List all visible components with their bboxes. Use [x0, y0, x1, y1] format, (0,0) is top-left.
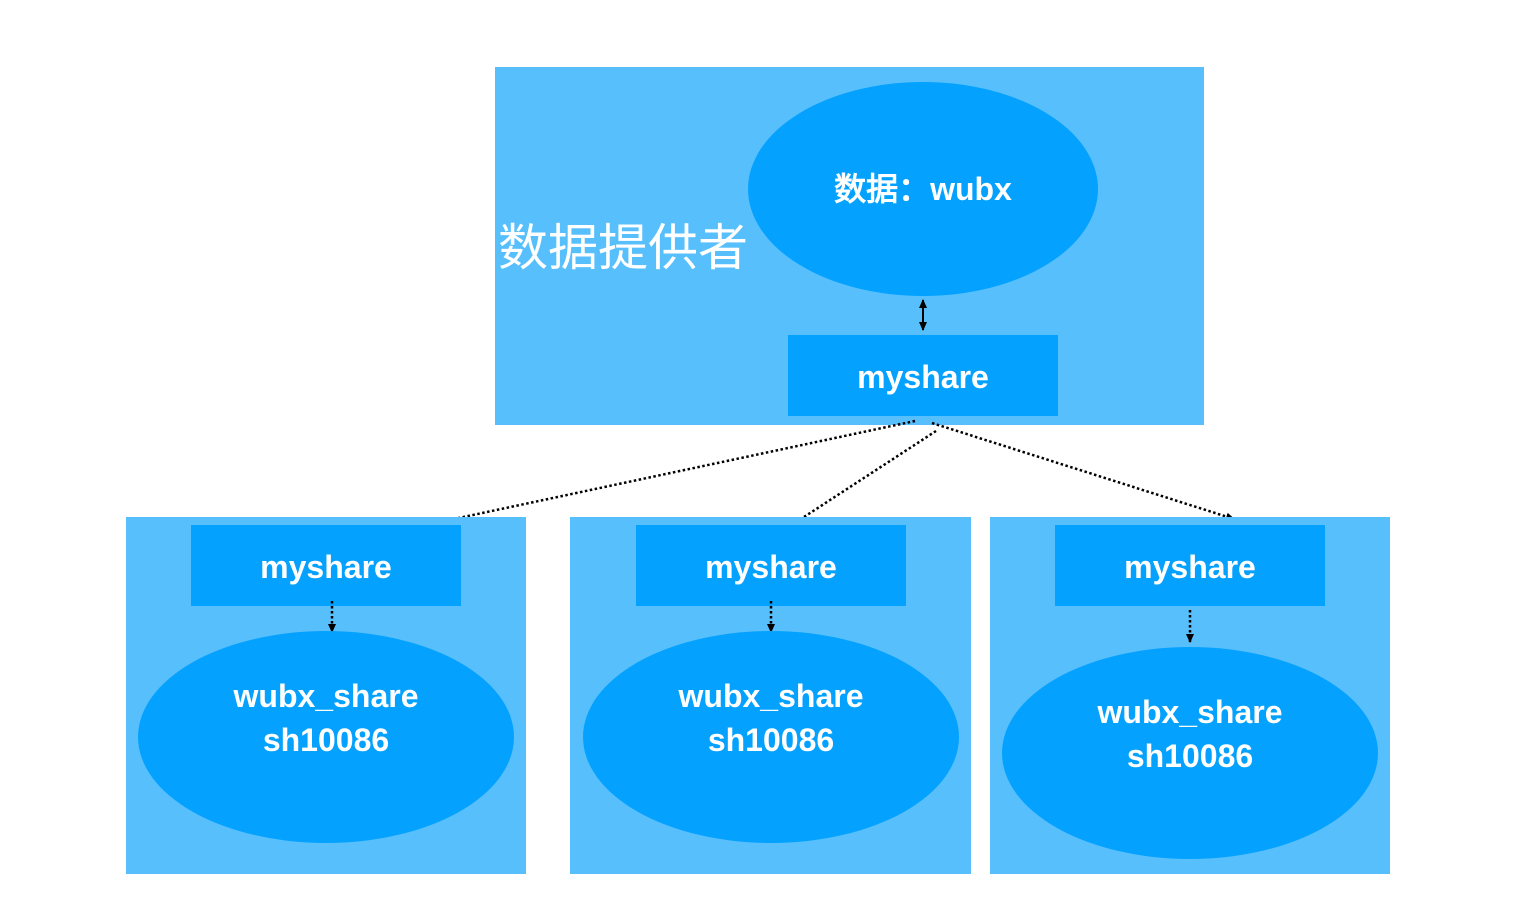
consumer-share-label: myshare: [705, 549, 837, 585]
consumer-share-node[interactable]: myshare: [636, 525, 906, 606]
provider-data-ellipse: [748, 82, 1098, 296]
provider-data-label: 数据：wubx: [834, 171, 1012, 207]
share-edge-consumer-2: [783, 429, 937, 532]
provider-share-label: myshare: [857, 359, 989, 395]
consumer-db-name: wubx_share: [233, 678, 419, 714]
consumer-db-ellipse: [1002, 647, 1378, 859]
consumer-db-node[interactable]: wubx_share sh10086: [138, 631, 514, 843]
provider-title: 数据提供者: [498, 219, 748, 277]
consumer-db-node[interactable]: wubx_share sh10086: [583, 631, 959, 843]
consumer-db-name: wubx_share: [1097, 694, 1283, 730]
provider-data-node[interactable]: 数据：wubx: [748, 82, 1098, 296]
provider-panel: 数据提供者 数据：wubx myshare: [495, 67, 1204, 425]
consumer-share-rect: [191, 525, 461, 606]
consumer-db-id: sh10086: [1127, 738, 1253, 774]
consumer-share-node[interactable]: myshare: [1055, 525, 1325, 606]
consumer-db-node[interactable]: wubx_share sh10086: [1002, 647, 1378, 859]
consumer-db-id: sh10086: [708, 722, 834, 758]
consumer-share-node[interactable]: myshare: [191, 525, 461, 606]
consumer-share-rect: [636, 525, 906, 606]
consumer-share-label: myshare: [1124, 549, 1256, 585]
consumer-db-id: sh10086: [263, 722, 389, 758]
consumer-share-rect: [1055, 525, 1325, 606]
share-edge-consumer-1: [406, 419, 916, 532]
provider-share-rect: [788, 335, 1058, 416]
consumer-share-label: myshare: [260, 549, 392, 585]
consumer-panel-3: myshare wubx_share sh10086: [990, 517, 1390, 874]
consumer-db-ellipse: [138, 631, 514, 843]
consumer-db-ellipse: [583, 631, 959, 843]
consumer-panel-1: myshare wubx_share sh10086: [126, 517, 526, 874]
share-edge-consumer-3: [931, 421, 1235, 521]
consumer-panel-2: myshare wubx_share sh10086: [570, 517, 971, 874]
provider-share-node[interactable]: myshare: [788, 335, 1058, 416]
consumer-db-name: wubx_share: [678, 678, 864, 714]
